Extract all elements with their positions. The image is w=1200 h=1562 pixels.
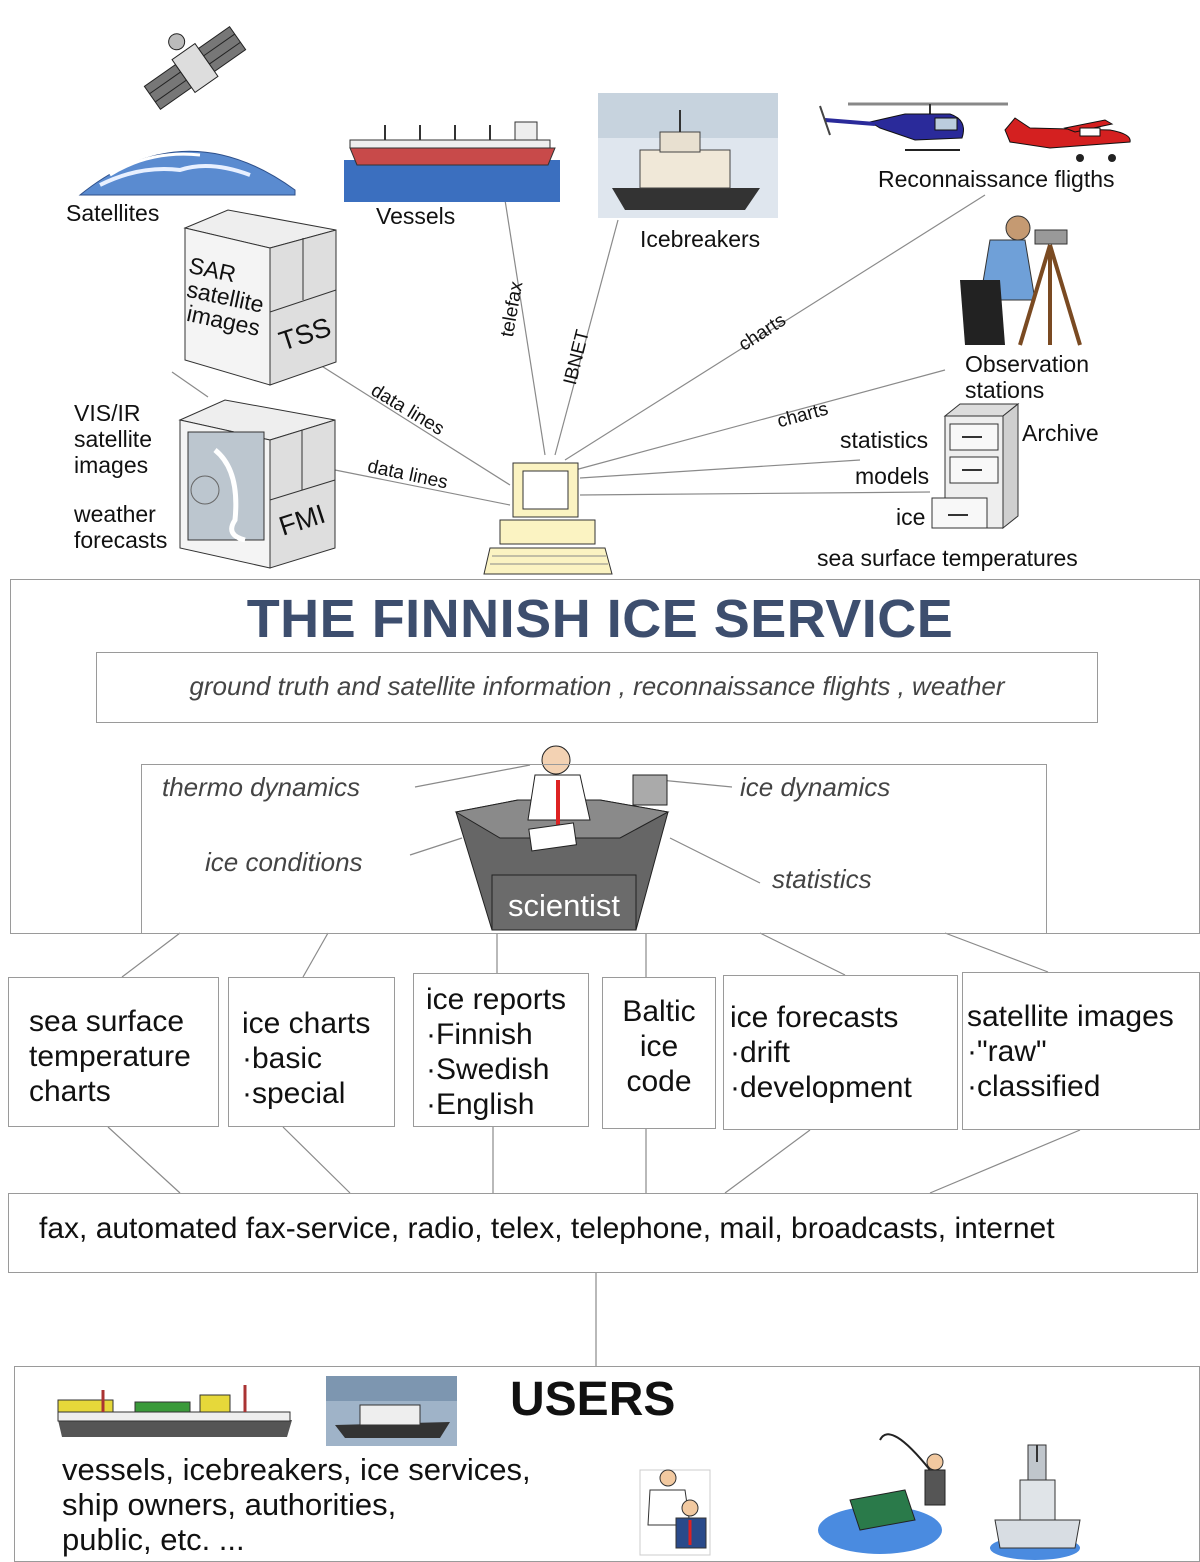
archive-ice-label: ice [896,504,926,530]
coast-guard-icon [990,1444,1081,1560]
earth-icon [78,150,296,196]
archive-statistics-label: statistics [840,427,929,453]
thermo-dynamics-label: thermo dynamics [162,772,360,802]
product-line: Baltic [622,995,696,1028]
product-line: charts [29,1075,111,1108]
product-line: ·Swedish [426,1053,550,1086]
visir-label-3: images [74,452,149,478]
distribution-channels: fax, automated fax-service, radio, telex… [39,1212,1055,1245]
icebreaker-photo-icon [598,93,778,218]
product-line: ·"raw" [967,1035,1047,1068]
vessels-label: Vessels [376,203,456,229]
visir-label-2: satellite [74,426,152,452]
product-line: ·special [242,1077,346,1110]
cargo-ship-icon [344,121,560,202]
product-line: ·development [730,1071,912,1104]
scientist-label: scientist [508,888,620,923]
product-line: ·basic [242,1042,323,1075]
product-line: ice reports [426,983,567,1016]
scientist-frame [141,764,1047,934]
product-line: ice charts [242,1007,371,1040]
observation-label-2: stations [965,377,1045,403]
users-icebreaker-icon [326,1376,457,1446]
product-line: temperature [29,1040,191,1073]
users-line: vessels, icebreakers, ice services, [62,1452,531,1487]
distribution-box: fax, automated fax-service, radio, telex… [8,1193,1198,1273]
product-line: ice forecasts [730,1001,899,1034]
product-box-baltic-code: Baltic ice code [602,977,716,1129]
product-line: satellite images [967,1000,1174,1033]
archive-models-label: models [855,463,930,489]
computer-icon [483,462,613,575]
ice-conditions-label: ice conditions [205,847,363,877]
product-line: code [626,1065,692,1098]
satellite-icon [143,26,247,110]
ice-dynamics-label: ice dynamics [740,772,891,802]
connector-lines [107,194,1081,1366]
fisherman-icon [818,1433,946,1554]
visir-label-1: VIS/IR [74,400,141,426]
sst-label: sea surface temperatures [817,545,1078,571]
archive-label: Archive [1022,420,1099,446]
server-tss-icon [183,209,337,386]
weather-label-2: forecasts [74,527,168,553]
product-line: sea surface [29,1005,185,1038]
product-line: ·Finnish [426,1018,533,1051]
product-line: ·classified [967,1070,1101,1103]
users-ship-icon [57,1385,292,1437]
icebreakers-label: Icebreakers [640,226,761,252]
product-box-ice-forecasts: ice forecasts ·drift ·development [723,975,958,1130]
archive-cabinet-icon [931,402,1020,530]
product-line: ·English [426,1088,535,1121]
statistics-label: statistics [772,864,872,894]
users-line: public, etc. ... [62,1522,245,1557]
office-people-icon [639,1469,711,1556]
product-line: ·drift [730,1036,790,1069]
service-title: THE FINNISH ICE SERVICE [246,589,954,649]
reconnaissance-label: Reconnaissance fligths [878,166,1115,192]
users-description: vessels, icebreakers, ice services, ship… [62,1452,531,1557]
scientist-desk-icon [454,745,670,931]
product-box-sst: sea surface temperature charts [8,977,219,1127]
users-line: ship owners, authorities, [62,1487,397,1522]
helicopter-icon [819,102,1008,151]
surveyor-icon [960,215,1082,346]
weather-label-1: weather [74,501,156,527]
product-box-ice-reports: ice reports ·Finnish ·Swedish ·English [413,973,589,1127]
service-subtitle: ground truth and satellite information ,… [189,671,1005,701]
product-line: ice [639,1030,679,1063]
product-box-ice-charts: ice charts ·basic ·special [228,977,395,1127]
server-fmi-icon [178,399,336,569]
product-box-satellite-images: satellite images ·"raw" ·classified [962,972,1200,1130]
service-subtitle-box: ground truth and satellite information ,… [96,652,1098,723]
observation-label-1: Observation [965,351,1090,377]
satellites-label: Satellites [66,200,160,226]
users-title: USERS [510,1373,676,1426]
airplane-icon [1004,117,1131,162]
